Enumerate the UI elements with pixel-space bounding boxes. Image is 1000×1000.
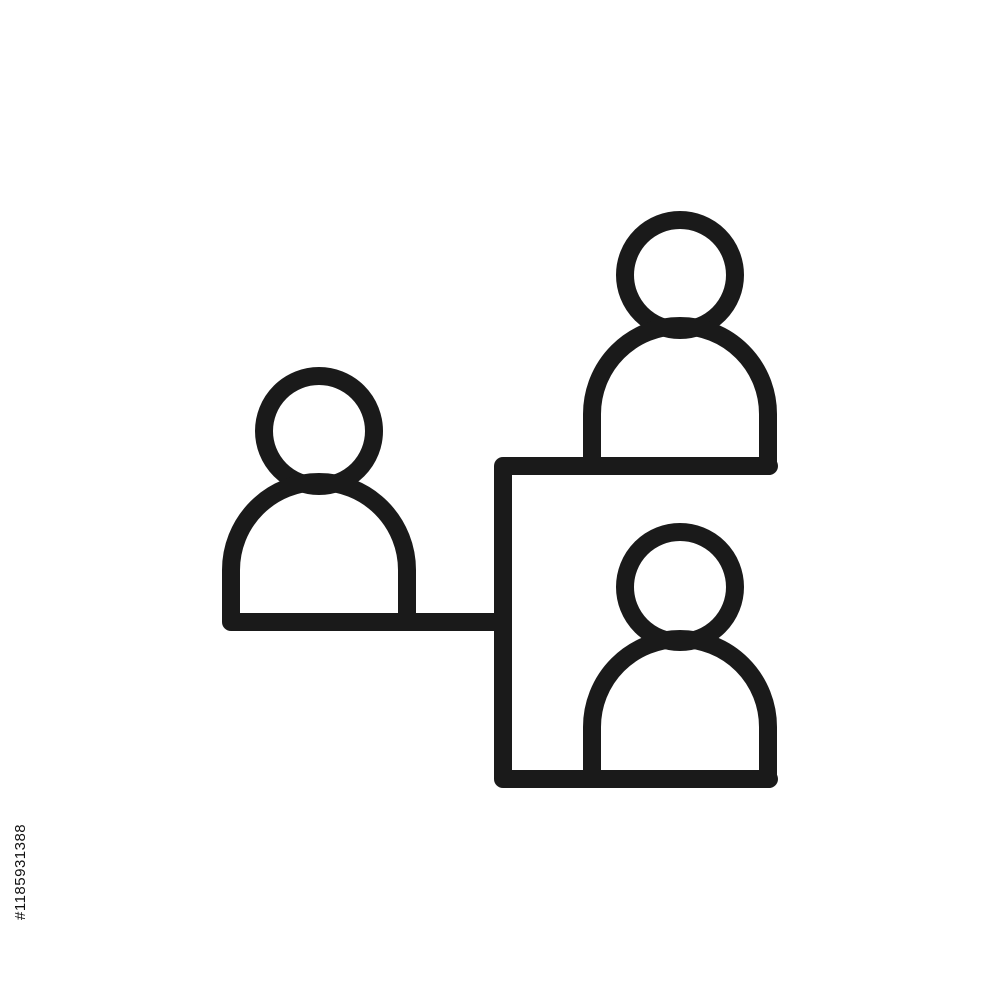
left-person-icon [222,367,416,631]
top-right-person-body [583,317,777,475]
top-right-person-icon [583,211,777,475]
bottom-right-person-head [616,523,744,651]
stock-id-text: #1185931388 [12,823,29,920]
left-person-body [222,473,416,631]
top-right-person-head [616,211,744,339]
left-person-head [255,367,383,495]
stock-id-watermark: #1185931388 [10,760,34,920]
bottom-right-person-body [583,630,777,788]
bottom-right-person-icon [583,523,777,788]
